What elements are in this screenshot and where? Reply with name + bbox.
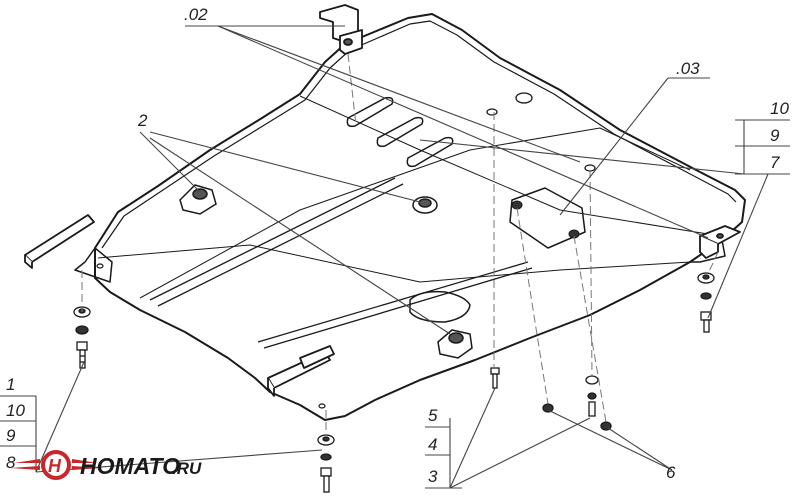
left-hardware-stack [73,306,91,369]
callout-6: 6 [666,463,676,482]
mounting-boss-left [179,184,217,215]
top-bracket [319,4,363,55]
callout-7: 7 [770,153,780,172]
callout-9-right: 9 [770,126,780,145]
front-bracket [267,345,335,397]
callout-5: 5 [428,406,438,425]
hatch-fastener-nuts [511,200,580,239]
callout-3: 3 [428,467,438,486]
loose-strap [24,214,95,269]
callout-02: .02 [184,5,208,24]
callout-03: .03 [676,59,700,78]
callout-8: 8 [6,453,16,472]
logo-suffix-text: .RU [172,459,202,478]
homato-logo: H HOMATO .RU [10,450,202,480]
mounting-boss-center [412,196,438,214]
right-hardware-stack [697,272,715,333]
callout-10-left: 10 [6,401,25,420]
skid-plate [74,13,746,421]
center-bolts [490,367,612,431]
callout-10-right: 10 [770,99,789,118]
callout-2: 2 [137,111,148,130]
leader-lines [0,25,790,489]
callout-4: 4 [428,435,437,454]
assembly-axes [81,53,719,436]
logo-brand-text: HOMATO [80,453,180,479]
logo-wings-icon: H [10,450,102,480]
bottom-hardware-stack [317,434,335,493]
mounting-boss-bottom [437,329,473,359]
svg-text:H: H [48,456,62,476]
callout-1: 1 [6,375,15,394]
rear-bracket [699,225,741,259]
callout-9-left: 9 [6,426,16,445]
